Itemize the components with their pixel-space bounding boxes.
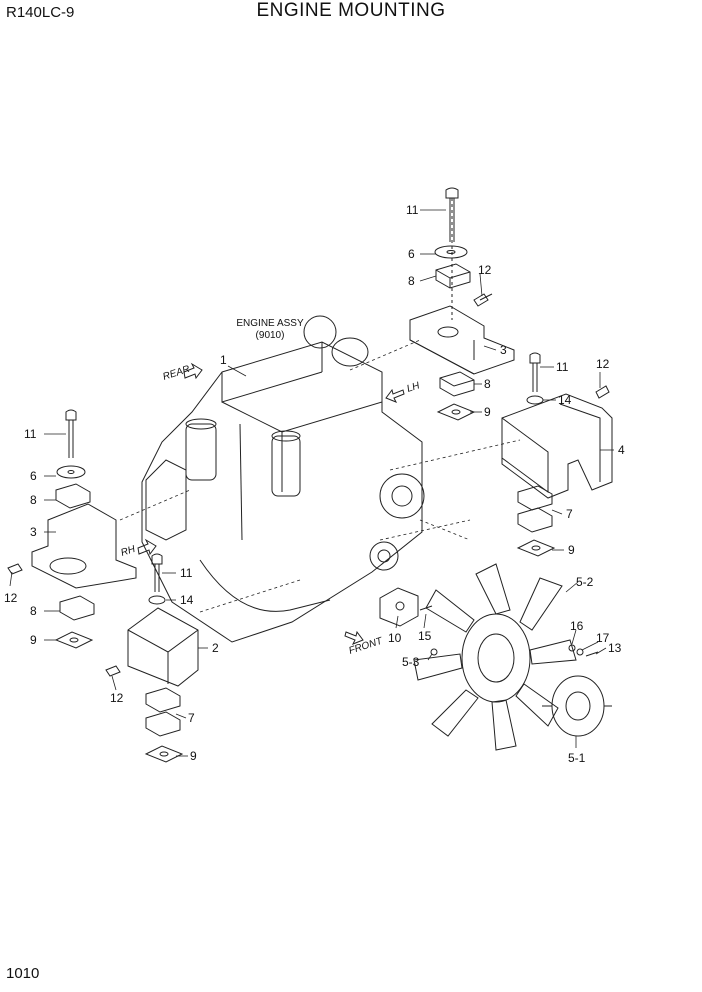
- callout-16: 16: [570, 619, 584, 633]
- callout-12: 12: [478, 263, 492, 277]
- callout-14: 14: [558, 393, 572, 407]
- callout-labels: 11 6 8 12 3 8 9 11 12 14 4 7 9 11 6 8 3 …: [4, 203, 625, 765]
- rear-label: REAR: [162, 364, 192, 383]
- callout-8: 8: [30, 604, 37, 618]
- right-mount-assembly: [501, 352, 613, 557]
- callout-5-1: 5-1: [568, 751, 586, 765]
- callout-3: 3: [500, 343, 507, 357]
- assembly-guide-lines: [119, 339, 521, 613]
- callout-8: 8: [408, 274, 415, 288]
- rh-arrow-icon: [137, 538, 157, 556]
- callout-3: 3: [30, 525, 37, 539]
- callout-11: 11: [180, 566, 193, 580]
- callout-15: 15: [418, 629, 432, 643]
- lower-mount-assembly: [105, 553, 199, 763]
- lh-arrow-icon: [385, 388, 405, 403]
- left-mount-assembly: [7, 409, 137, 649]
- callout-17: 17: [596, 631, 610, 645]
- callout-11: 11: [556, 360, 569, 374]
- callout-10: 10: [388, 631, 402, 645]
- callout-7: 7: [188, 711, 195, 725]
- lh-label: LH: [406, 380, 422, 395]
- callout-2: 2: [212, 641, 219, 655]
- callout-12: 12: [110, 691, 124, 705]
- page-title: ENGINE MOUNTING: [256, 0, 446, 21]
- callout-14: 14: [180, 593, 194, 607]
- engine-assy-code: (9010): [256, 330, 285, 341]
- callout-11: 11: [24, 427, 37, 441]
- engine-assembly: [141, 315, 425, 643]
- callout-12: 12: [4, 591, 18, 605]
- rear-arrow-icon: [183, 362, 203, 380]
- top-mount-assembly: [409, 187, 515, 421]
- page-number: 1010: [6, 965, 40, 982]
- callout-8: 8: [484, 377, 491, 391]
- callout-9: 9: [484, 405, 491, 419]
- callout-9: 9: [190, 749, 197, 763]
- callout-9: 9: [30, 633, 37, 647]
- callout-4: 4: [618, 443, 625, 457]
- callout-9: 9: [568, 543, 575, 557]
- fan-assembly: [379, 563, 612, 751]
- engine-assy-label: ENGINE ASSY: [236, 318, 304, 329]
- model-code: R140LC-9: [6, 4, 75, 21]
- callout-11: 11: [406, 203, 419, 217]
- callout-13: 13: [608, 641, 622, 655]
- rh-label: RH: [120, 544, 138, 559]
- callout-12: 12: [596, 357, 610, 371]
- callout-1: 1: [220, 353, 227, 367]
- callout-8: 8: [30, 493, 37, 507]
- callout-7: 7: [566, 507, 573, 521]
- front-arrow-icon: [344, 630, 364, 645]
- callout-6: 6: [408, 247, 415, 261]
- callout-5-2: 5-2: [576, 575, 594, 589]
- callout-6: 6: [30, 469, 37, 483]
- callout-5-3: 5-3: [402, 655, 420, 669]
- callout-leaders: [9, 209, 614, 757]
- front-label: FRONT: [348, 635, 385, 656]
